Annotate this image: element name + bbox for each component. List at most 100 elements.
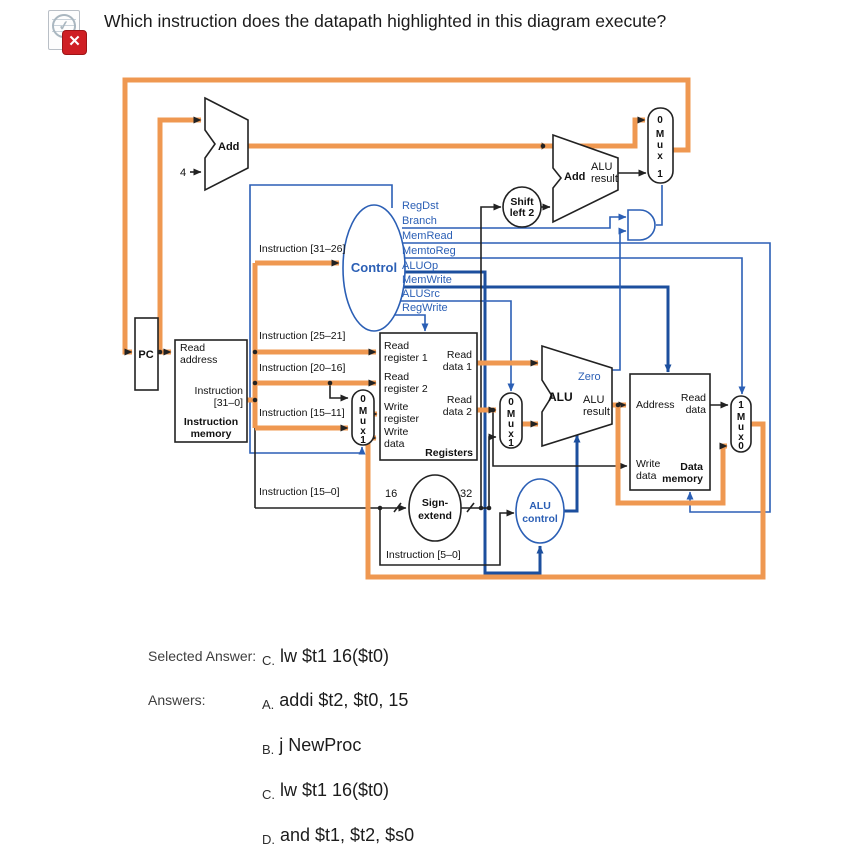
svg-text:1: 1 — [508, 438, 514, 449]
svg-text:1: 1 — [657, 169, 663, 180]
sign-extend-labels: Sign- extend 16 32 — [385, 488, 472, 522]
red-x-icon: ✕ — [62, 30, 87, 55]
svg-text:Data: Data — [680, 461, 703, 473]
svg-text:ALUSrc: ALUSrc — [402, 288, 440, 300]
svg-text:M: M — [507, 409, 515, 420]
svg-text:ALU: ALU — [591, 161, 612, 173]
svg-text:Read: Read — [447, 394, 472, 406]
data-memory-labels: Address Read data Write data Data memory — [636, 392, 706, 485]
svg-text:0: 0 — [360, 394, 366, 405]
svg-text:left 2: left 2 — [510, 207, 535, 219]
svg-text:ALUOp: ALUOp — [402, 260, 438, 272]
svg-text:register: register — [384, 413, 420, 425]
selected-answer-row: Selected Answer: C.lw $t1 16($t0) — [148, 644, 788, 670]
svg-text:Write: Write — [384, 426, 408, 438]
sign-extend-unit — [408, 474, 462, 542]
bit16-label: 16 — [385, 488, 397, 500]
svg-text:address: address — [180, 354, 217, 366]
and-gate — [627, 209, 656, 241]
andgate-to-mux-wire — [656, 185, 663, 226]
svg-text:Instruction [15–0]: Instruction [15–0] — [259, 486, 340, 498]
aluresult-loop-wire — [615, 405, 728, 506]
alu-control-labels: ALU control — [522, 500, 558, 525]
pc-loop-wire — [122, 77, 691, 356]
question-incorrect-icon: ✓ ✕ — [48, 10, 92, 56]
answer-section: Selected Answer: C.lw $t1 16($t0) Answer… — [148, 644, 788, 851]
answer-option-b: B.j NewProc — [262, 735, 362, 757]
shift-left-2-labels: Shift left 2 — [510, 196, 535, 219]
bit32-label: 32 — [460, 488, 472, 500]
svg-text:Read: Read — [447, 349, 472, 361]
bit32-slash — [466, 502, 475, 513]
svg-text:1: 1 — [360, 435, 366, 446]
branch-add-unit — [552, 133, 619, 224]
svg-text:Address: Address — [636, 399, 675, 411]
pc-to-add-wire — [157, 116, 202, 352]
pcsrc-mux — [647, 107, 674, 184]
zero-wire — [612, 227, 627, 371]
alucontrol-out-wire — [564, 434, 581, 513]
highlighted-datapath-wires — [122, 77, 766, 580]
svg-text:memory: memory — [662, 473, 703, 485]
svg-text:control: control — [522, 513, 558, 525]
svg-text:register 2: register 2 — [384, 383, 428, 395]
svg-text:x: x — [738, 432, 744, 443]
branch-add-labels: Add ALU result — [564, 161, 618, 185]
svg-text:M: M — [737, 412, 745, 423]
svg-text:0: 0 — [508, 397, 514, 408]
registers-labels: Read register 1 Read register 2 Write re… — [384, 340, 473, 459]
alusrc-mux — [499, 392, 523, 449]
aluop-wire — [404, 270, 544, 575]
answers-row: Answers: A.addi $t2, $t0, 15 B.j NewProc… — [148, 688, 788, 851]
regdst-mux — [351, 389, 375, 446]
answer-option-a: A.addi $t2, $t0, 15 — [262, 690, 409, 712]
control-label: Control — [351, 260, 397, 275]
instruction-memory-box — [174, 339, 248, 443]
svg-text:ALU: ALU — [583, 394, 604, 406]
selected-answer-label: Selected Answer: — [148, 648, 257, 664]
instruction-field-labels: Instruction [31–26] Instruction [25–21] … — [259, 243, 461, 561]
alu-labels: ALU Zero ALU result — [548, 371, 610, 418]
rt-to-regdstmux-wire — [329, 383, 349, 402]
control-signal-wires — [249, 184, 771, 575]
svg-text:Instruction [20–16]: Instruction [20–16] — [259, 362, 345, 374]
data-memory-box — [629, 373, 711, 491]
svg-text:Instruction [25–21]: Instruction [25–21] — [259, 330, 345, 342]
zero-label: Zero — [578, 371, 601, 383]
svg-text:M: M — [656, 129, 664, 140]
pc4-wire — [248, 116, 646, 149]
answer-options: A.addi $t2, $t0, 15 B.j NewProc C.lw $t1… — [262, 688, 414, 851]
memtoreg-wire — [404, 257, 746, 395]
svg-text:data: data — [686, 404, 707, 416]
answer-option-c: C.lw $t1 16($t0) — [262, 780, 390, 802]
svg-text:Add: Add — [564, 171, 585, 183]
svg-text:x: x — [657, 151, 663, 162]
svg-text:Read: Read — [681, 392, 706, 404]
svg-text:[31–0]: [31–0] — [214, 397, 243, 409]
svg-text:MemtoReg: MemtoReg — [402, 245, 456, 257]
svg-text:ALU: ALU — [548, 390, 573, 404]
svg-text:x: x — [360, 426, 366, 437]
svg-text:u: u — [738, 422, 744, 433]
svg-text:register 1: register 1 — [384, 352, 428, 364]
datapath-diagram: Add 4 PC Read address Instruction [31–0]… — [122, 77, 771, 580]
question-title: Which instruction does the datapath high… — [104, 11, 667, 31]
pc-label: PC — [138, 349, 153, 361]
bit16-slash — [393, 502, 402, 513]
svg-text:Registers: Registers — [425, 447, 473, 459]
memtoreg-mux — [730, 395, 752, 453]
svg-text:RegWrite: RegWrite — [402, 302, 448, 314]
svg-text:ALU: ALU — [529, 500, 551, 512]
svg-text:Instruction [5–0]: Instruction [5–0] — [386, 549, 461, 561]
regdst-wire — [249, 184, 393, 455]
svg-text:RegDst: RegDst — [402, 200, 439, 212]
svg-text:x: x — [508, 429, 514, 440]
svg-text:Read: Read — [384, 340, 409, 352]
memwrite-wire — [404, 285, 672, 373]
shift-left-2-unit — [502, 186, 542, 228]
svg-text:MemWrite: MemWrite — [402, 274, 452, 286]
svg-text:M: M — [359, 406, 367, 417]
pc-add-unit — [204, 96, 249, 192]
svg-text:result: result — [583, 406, 610, 418]
svg-text:data 2: data 2 — [443, 406, 472, 418]
